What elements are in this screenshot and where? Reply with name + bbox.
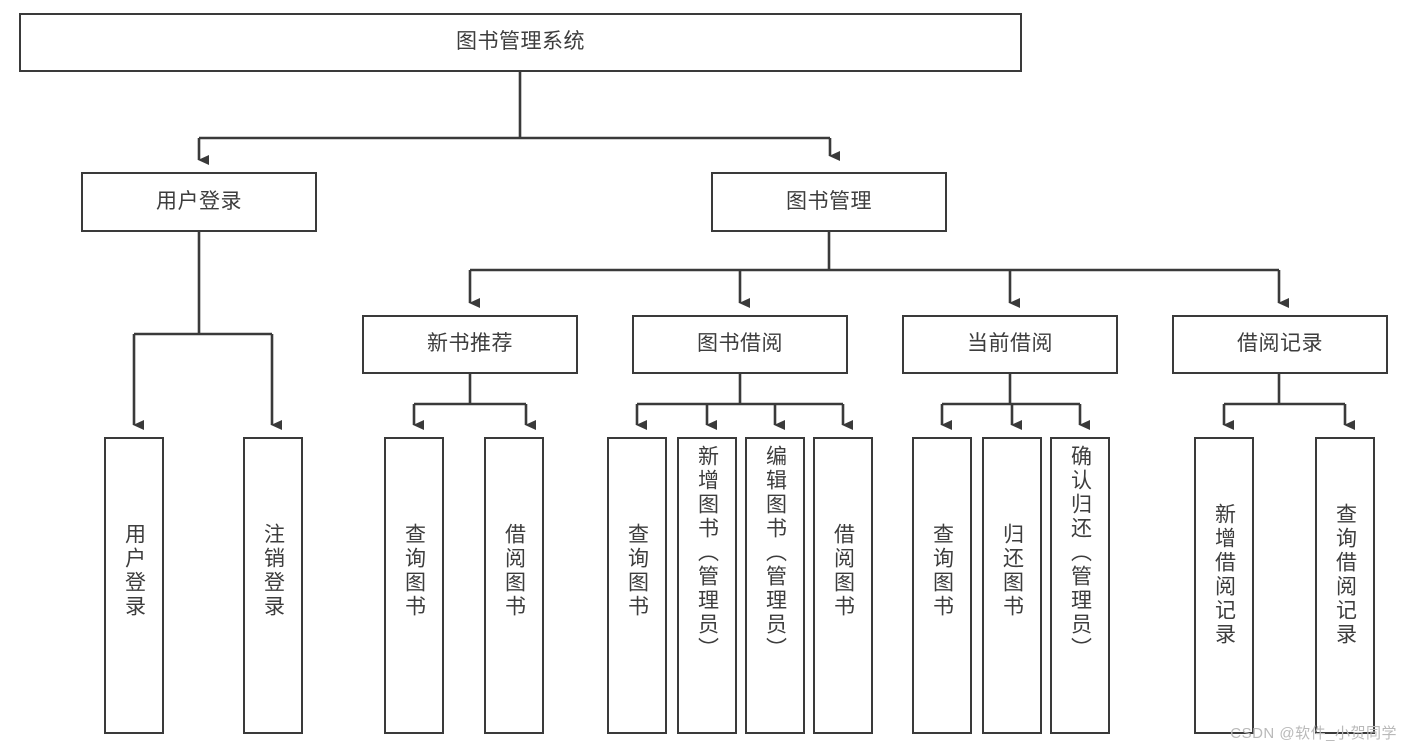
node-leaf-query-book-current[interactable]: 查询图书 xyxy=(912,437,972,734)
node-book-management[interactable]: 图书管理 xyxy=(711,172,947,232)
node-new-book-recommend[interactable]: 新书推荐 xyxy=(362,315,578,374)
node-label: 确认归还（管理员） xyxy=(1068,445,1092,661)
node-label: 当前借阅 xyxy=(967,332,1053,356)
node-borrow-record[interactable]: 借阅记录 xyxy=(1172,315,1388,374)
node-label: 图书借阅 xyxy=(697,332,783,356)
node-leaf-logout[interactable]: 注销登录 xyxy=(243,437,303,734)
node-label: 借阅图书 xyxy=(502,523,526,619)
node-leaf-add-borrow-record[interactable]: 新增借阅记录 xyxy=(1194,437,1254,734)
node-label: 借阅记录 xyxy=(1237,332,1323,356)
node-label: 新增借阅记录 xyxy=(1212,503,1236,647)
node-label: 用户登录 xyxy=(122,523,146,619)
node-label: 新增图书（管理员） xyxy=(695,445,719,661)
node-leaf-add-book-admin[interactable]: 新增图书（管理员） xyxy=(677,437,737,734)
node-label: 用户登录 xyxy=(156,189,242,213)
node-label: 查询图书 xyxy=(625,523,649,619)
node-user-login[interactable]: 用户登录 xyxy=(81,172,317,232)
node-leaf-confirm-return-admin[interactable]: 确认归还（管理员） xyxy=(1050,437,1110,734)
node-label: 归还图书 xyxy=(1000,523,1024,619)
node-label: 新书推荐 xyxy=(427,332,513,356)
node-label: 借阅图书 xyxy=(831,523,855,619)
node-leaf-borrow-book-recommend[interactable]: 借阅图书 xyxy=(484,437,544,734)
node-leaf-user-login[interactable]: 用户登录 xyxy=(104,437,164,734)
node-leaf-edit-book-admin[interactable]: 编辑图书（管理员） xyxy=(745,437,805,734)
node-label: 注销登录 xyxy=(261,523,285,619)
node-current-borrow[interactable]: 当前借阅 xyxy=(902,315,1118,374)
node-label: 编辑图书（管理员） xyxy=(763,445,787,661)
node-leaf-return-book[interactable]: 归还图书 xyxy=(982,437,1042,734)
node-label: 查询图书 xyxy=(402,523,426,619)
node-label: 查询图书 xyxy=(930,523,954,619)
node-leaf-query-book-borrow[interactable]: 查询图书 xyxy=(607,437,667,734)
node-label: 查询借阅记录 xyxy=(1333,503,1357,647)
node-leaf-borrow-book[interactable]: 借阅图书 xyxy=(813,437,873,734)
node-root-system[interactable]: 图书管理系统 xyxy=(19,13,1022,72)
node-leaf-query-book-recommend[interactable]: 查询图书 xyxy=(384,437,444,734)
node-label: 图书管理 xyxy=(786,189,872,213)
node-label: 图书管理系统 xyxy=(456,30,585,54)
node-book-borrow[interactable]: 图书借阅 xyxy=(632,315,848,374)
node-leaf-query-borrow-record[interactable]: 查询借阅记录 xyxy=(1315,437,1375,734)
